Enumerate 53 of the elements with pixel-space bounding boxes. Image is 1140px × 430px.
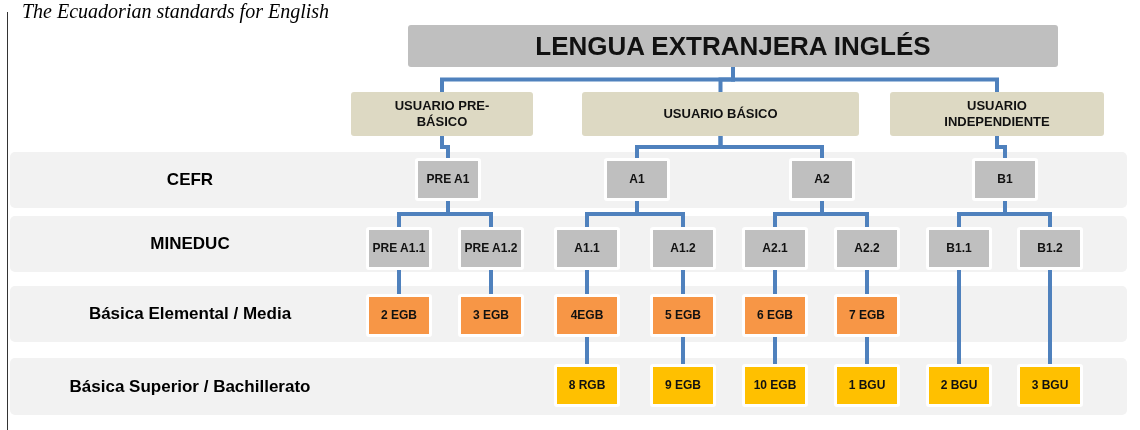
category-box: USUARIO PRE-BÁSICO xyxy=(351,92,533,136)
level-box: A2.1 xyxy=(742,227,808,270)
level-box: A1.1 xyxy=(554,227,620,270)
grade-box: 5 EGB xyxy=(650,294,716,337)
row-band xyxy=(10,286,1127,342)
category-box: USUARIO BÁSICO xyxy=(582,92,859,136)
connector-line xyxy=(995,136,1007,158)
connector-line xyxy=(585,337,589,364)
category-box: USUARIO INDEPENDIENTE xyxy=(890,92,1104,136)
connector-line xyxy=(731,67,999,92)
connector-line xyxy=(681,270,685,294)
level-box: A1 xyxy=(604,158,670,201)
level-box: PRE A1 xyxy=(415,158,481,201)
row-label: CEFR xyxy=(165,170,215,190)
grade-box: 8 RGB xyxy=(554,364,620,407)
grade-box: 3 EGB xyxy=(458,294,524,337)
grade-box: 9 EGB xyxy=(650,364,716,407)
row-band xyxy=(10,152,1127,208)
grade-box: 10 EGB xyxy=(742,364,808,407)
connector-line xyxy=(681,337,685,364)
connector-line xyxy=(718,136,824,158)
connector-line xyxy=(773,270,777,294)
level-box: B1.1 xyxy=(926,227,992,270)
level-box: A1.2 xyxy=(650,227,716,270)
level-box: A2 xyxy=(789,158,855,201)
connector-line xyxy=(773,337,777,364)
grade-box: 6 EGB xyxy=(742,294,808,337)
row-label: Básica Elemental / Media xyxy=(87,304,293,324)
level-box: PRE A1.2 xyxy=(458,227,524,270)
figure-title: The Ecuadorian standards for English xyxy=(22,0,330,22)
connector-line xyxy=(957,270,961,364)
connector-line xyxy=(440,136,450,158)
connector-line xyxy=(865,270,869,294)
level-box: B1.2 xyxy=(1017,227,1083,270)
connector-line xyxy=(397,270,401,294)
connector-line xyxy=(489,270,493,294)
grade-box: 3 BGU xyxy=(1017,364,1083,407)
row-label: Básica Superior / Bachillerato xyxy=(68,376,312,397)
row-band xyxy=(10,358,1127,415)
level-box: A2.2 xyxy=(834,227,900,270)
grade-box: 1 BGU xyxy=(834,364,900,407)
header-box: LENGUA EXTRANJERA INGLÉS xyxy=(408,25,1058,67)
row-label: MINEDUC xyxy=(149,234,231,254)
row-band xyxy=(10,216,1127,272)
level-box: B1 xyxy=(972,158,1038,201)
grade-box: 2 EGB xyxy=(366,294,432,337)
connector-line xyxy=(1048,270,1052,364)
grade-box: 2 BGU xyxy=(926,364,992,407)
grade-box: 7 EGB xyxy=(834,294,900,337)
grade-box: 4EGB xyxy=(554,294,620,337)
level-box: PRE A1.1 xyxy=(366,227,432,270)
connector-line xyxy=(865,337,869,364)
connector-line xyxy=(585,270,589,294)
